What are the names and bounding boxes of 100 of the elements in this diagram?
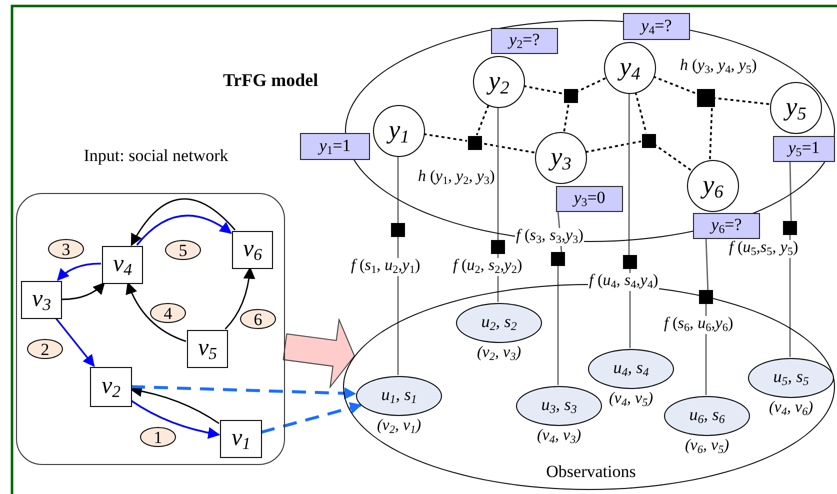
factor-link	[523, 85, 564, 95]
label-box	[491, 28, 558, 54]
variable-label: y$_{5}$	[786, 94, 806, 122]
factor-line	[497, 107, 499, 240]
factor-square	[564, 89, 578, 103]
label-box	[773, 136, 835, 162]
arrow	[61, 282, 106, 300]
factor-square	[623, 255, 637, 269]
variable-circle	[770, 82, 822, 134]
edge-number: 4	[164, 304, 172, 322]
label-box	[623, 13, 690, 40]
arrow	[260, 402, 362, 434]
number-ellipse	[150, 303, 186, 323]
edge-pair-label: (v$_{4}$, v$_{5}$)	[608, 391, 654, 409]
variable-circle	[535, 132, 587, 184]
factor-label: f (u$_{5}$,s$_{5}$, y$_{5}$)	[728, 240, 800, 258]
vertex-box	[102, 246, 143, 284]
label-box	[693, 213, 760, 239]
vertex-box	[220, 420, 262, 458]
variable-label: y$_{6}$	[702, 172, 724, 200]
factor-link	[424, 133, 468, 142]
factor-square	[491, 240, 505, 254]
edge-pair-label: (v$_{4}$, v$_{6}$)	[768, 400, 814, 418]
variable-label: y$_{4}$	[620, 54, 640, 82]
vertex-box	[187, 330, 228, 368]
variable-label: y$_{3}$	[550, 144, 572, 172]
variable-circle	[473, 56, 525, 108]
factor-link	[634, 92, 648, 134]
factor-label: f (u$_{2}$, s$_{2}$,y$_{2}$)	[452, 258, 524, 276]
factor-line	[705, 238, 709, 290]
label-text: y$_{1}$=1	[319, 136, 351, 156]
factor-link	[476, 104, 490, 136]
label-box	[556, 186, 623, 212]
factor-line	[628, 93, 630, 255]
variable-label: y$_{2}$	[488, 68, 510, 96]
factor-link	[563, 102, 570, 132]
edge-pair-label: (v$_{2}$, v$_{3}$)	[476, 345, 522, 363]
variable-circle	[604, 42, 656, 94]
arrow	[130, 400, 220, 439]
factor-link	[709, 106, 713, 160]
vertex-box	[232, 231, 273, 269]
vertex-label: v$_{1}$	[231, 426, 251, 452]
label-text: y$_{5}$=1	[788, 139, 820, 159]
observations-title: Observations	[546, 463, 636, 480]
edge-number: 1	[154, 428, 162, 446]
observation-label: u$_{2}$, s$_{2}$	[481, 313, 517, 333]
number-ellipse	[27, 339, 63, 359]
vertex-label: v$_{4}$	[112, 252, 132, 278]
panel-title: Input: social network	[84, 147, 228, 164]
variable-label: y$_{1}$	[388, 116, 410, 146]
factor-label: f (s$_{6}$, u$_{6}$,y$_{6}$)	[663, 316, 734, 334]
observation-label: u$_{5}$, s$_{5}$	[773, 368, 809, 388]
label-text: y$_{3}$=0	[574, 189, 606, 209]
factor-line	[789, 160, 792, 222]
variable-circle	[373, 105, 425, 157]
observation-node	[748, 358, 834, 398]
factor-square	[697, 89, 715, 107]
arrow	[54, 317, 95, 367]
model-title: TrFG model	[223, 71, 318, 89]
factor-label: f (s$_{3}$, s$_{3}$,y$_{3}$)	[515, 228, 584, 246]
label-box	[300, 133, 370, 160]
vertex-box	[21, 281, 62, 319]
factor-label: h (y$_{1}$, y$_{2}$, y$_{3}$)	[417, 169, 496, 187]
vertex-label: v$_{5}$	[198, 336, 218, 362]
number-ellipse	[48, 239, 84, 259]
edge-number: 3	[62, 240, 70, 258]
factor-label: f (s$_{1}$, u$_{2}$,y$_{1}$)	[350, 258, 422, 276]
observation-label: u$_{3}$, s$_{3}$	[541, 396, 577, 416]
vertex-label: v$_{3}$	[32, 286, 52, 314]
factor-square	[551, 252, 565, 266]
observation-label: u$_{6}$, s$_{6}$	[689, 406, 725, 426]
arrow	[130, 385, 356, 400]
arrow	[224, 266, 256, 330]
factor-square	[642, 134, 656, 148]
arrow	[56, 262, 101, 281]
arrow	[136, 214, 232, 246]
arrow	[126, 282, 186, 342]
variable-circle	[687, 160, 739, 212]
arrow	[130, 198, 236, 246]
observation-label: u$_{1}$, s$_{1}$	[381, 386, 417, 406]
observation-node	[356, 376, 442, 416]
vertex-label: v$_{6}$	[242, 236, 262, 264]
block-arrow	[282, 318, 355, 389]
factor-line	[397, 156, 399, 223]
observation-label: u$_{4}$, s$_{4}$	[613, 359, 649, 379]
edge-number: 6	[254, 310, 262, 328]
label-text: y$_{6}$=?	[711, 216, 742, 236]
factor-label: f (u$_{4}$, s$_{4}$,y$_{4}$)	[588, 273, 660, 291]
label-text: y$_{4}$=?	[641, 16, 672, 36]
factor-line	[557, 266, 559, 385]
edge-pair-label: (v$_{2}$, v$_{1}$)	[376, 418, 422, 436]
factor-link	[585, 140, 642, 153]
vertex-label: v$_{2}$	[101, 374, 121, 400]
factor-link	[652, 76, 696, 94]
edge-number: 2	[40, 340, 50, 358]
number-ellipse	[165, 240, 201, 260]
edge-pair-label: (v$_{6}$, v$_{5}$)	[684, 438, 730, 456]
number-ellipse	[240, 309, 276, 329]
number-ellipse	[140, 427, 176, 447]
factor-square	[468, 136, 482, 150]
